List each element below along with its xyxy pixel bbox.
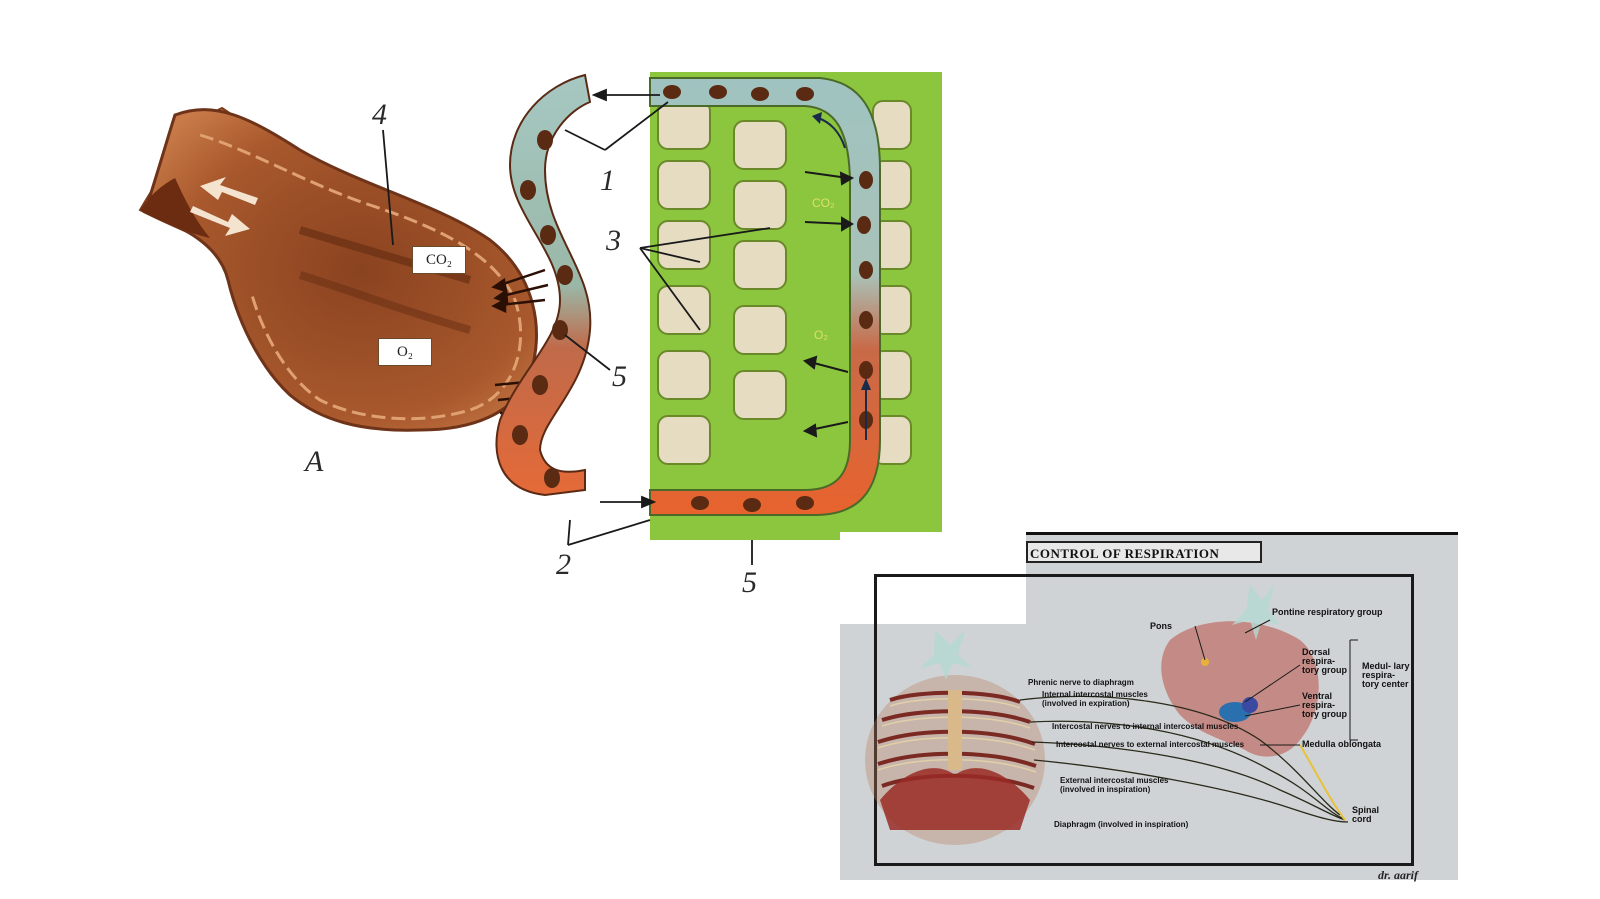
pons-label: Pons [1150, 621, 1173, 631]
internal-intercostal-label: Internal intercostal muscles (involved i… [1042, 690, 1148, 708]
intercostal-nerve-internal-label: Intercostal nerves to internal intercost… [1052, 722, 1239, 731]
label-5-left: 5 [612, 360, 627, 393]
tissue-cell [657, 350, 711, 400]
inset-white-overlap [840, 532, 1026, 624]
inset-top-border [1026, 532, 1458, 535]
inset-title: CONTROL OF RESPIRATION [1026, 541, 1262, 563]
tissue-cell [657, 220, 711, 270]
tissue-cell [733, 180, 787, 230]
medulla-label: Medulla oblongata [1302, 739, 1382, 749]
medullary-label: Medul- lary respira- tory center [1362, 661, 1410, 689]
alveolus [138, 106, 557, 432]
phrenic-label: Phrenic nerve to diaphragm [1028, 678, 1134, 687]
alveolar-sac [143, 108, 538, 432]
airflow-arrow-out [200, 177, 258, 205]
capillary-tube [495, 73, 592, 497]
co2-exchange-arrows [491, 268, 549, 313]
airflow-arrow-in [190, 206, 250, 236]
intercostal-nerve-external-label: Intercostal nerves to external intercost… [1056, 740, 1245, 749]
label-2: 2 [556, 548, 571, 581]
pulmonary-capillary [495, 73, 592, 497]
o2-box: O₂ [378, 338, 432, 366]
tissue-cell [733, 120, 787, 170]
label-pointers [382, 88, 771, 565]
co2-box: CO₂ [412, 246, 466, 274]
label-A: A [305, 445, 324, 478]
gas-streak-lower [298, 271, 472, 334]
label-5-bottom: 5 [742, 566, 757, 599]
label-3: 3 [606, 224, 621, 257]
external-intercostal-label: External intercostal muscles (involved i… [1060, 776, 1169, 794]
tissue-cell [657, 285, 711, 335]
spinal-cord-label: Spinal cord [1352, 805, 1380, 824]
bronchiole-opening [140, 178, 210, 238]
tissue-cells [657, 100, 912, 465]
flow-arrow-top [817, 117, 846, 149]
label-1: 1 [600, 164, 615, 197]
tissue-cell [657, 415, 711, 465]
credit-signature: dr. aarif [1378, 868, 1419, 882]
pontine-label: Pontine respiratory group [1272, 607, 1383, 617]
red-blood-cells-tissue [663, 85, 873, 512]
ventral-label: Ventral respira- tory group [1302, 691, 1347, 719]
capillary-o2-label: O₂ [814, 328, 828, 342]
capillary-co2-label: CO₂ [812, 196, 835, 210]
alveolar-inner-wall [199, 133, 523, 421]
tissue-cell [733, 305, 787, 355]
tissue-cell [657, 100, 711, 150]
inset-frame [874, 574, 1414, 866]
flow-arrowhead-top [812, 112, 822, 124]
tissue-panel [649, 72, 942, 540]
tissue-cell [657, 160, 711, 210]
tissue-cell [733, 370, 787, 420]
tissue-capillary [649, 77, 881, 516]
label-4: 4 [372, 98, 387, 131]
flow-arrowhead-right [861, 378, 871, 390]
red-blood-cells-capillary [512, 130, 573, 488]
dorsal-label: Dorsal respira- tory group [1302, 647, 1347, 675]
tissue-cell [733, 240, 787, 290]
tissue-exchange-arrows [802, 171, 855, 438]
diaphragm-label: Diaphragm (involved in inspiration) [1054, 820, 1189, 829]
